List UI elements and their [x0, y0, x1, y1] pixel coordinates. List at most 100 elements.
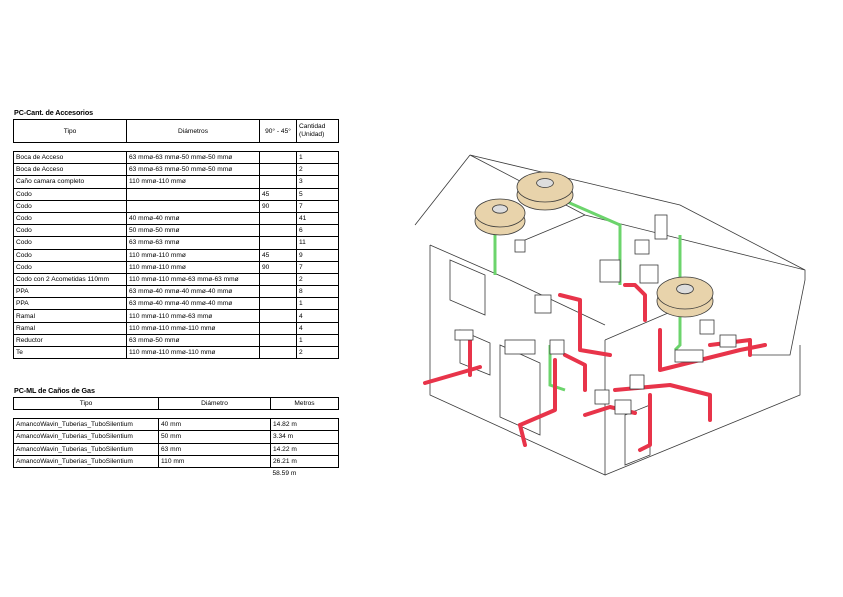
table-cell: Codo — [13, 187, 127, 201]
plumbing-fixture — [674, 349, 704, 363]
table-cell: 6 — [296, 224, 339, 238]
table-cell: 7 — [296, 199, 339, 213]
total-row: 58.59 m — [14, 467, 339, 479]
table-cell: Te — [13, 345, 127, 360]
table-cell: AmancoWavin_Tuberias_TuboSilentium — [13, 418, 159, 432]
table-cell: 110 mm — [158, 454, 271, 468]
table-cell: 1 — [296, 150, 339, 165]
table-cell — [259, 321, 297, 335]
table-cell: 3 — [296, 175, 339, 189]
drain-pipe — [558, 293, 612, 357]
plumbing-fixture — [634, 239, 650, 255]
table-cell: 90 — [259, 199, 297, 213]
plumbing-fixture — [549, 339, 565, 355]
plumbing-fixture — [654, 214, 668, 240]
table-cell: Reductor — [13, 333, 127, 348]
table-cell: 63 mmø-63 mmø-50 mmø-50 mmø — [126, 150, 260, 165]
table-cell: 63 mm — [158, 442, 271, 456]
vent-pipe — [548, 345, 566, 392]
table-cell: 14.82 m — [270, 418, 339, 432]
plumbing-fixture — [639, 264, 659, 284]
table-cell: Codo — [13, 211, 127, 226]
table-cell: 9 — [296, 248, 339, 262]
table-cell — [259, 224, 297, 238]
col-header-tipo: Tipo — [13, 119, 127, 143]
drain-pipe — [563, 353, 587, 392]
plumbing-fixture — [629, 374, 645, 390]
plumbing-fixture — [599, 259, 621, 283]
vent-pipe — [673, 235, 682, 352]
table-cell: Codo — [13, 248, 127, 262]
table-cell: 110 mmø-110 mmø-110 mmø — [126, 345, 260, 360]
pipes-schedule-table: Tipo Diámetro Metros AmancoWavin_Tuberia… — [13, 396, 339, 479]
table-cell: AmancoWavin_Tuberias_TuboSilentium — [13, 442, 159, 456]
drain-pipe — [518, 423, 527, 447]
table-cell: Ramal — [13, 309, 127, 323]
table-cell — [259, 297, 297, 311]
col-header-tipo: Tipo — [13, 396, 159, 411]
table-cell — [259, 150, 297, 165]
table-cell: 11 — [296, 236, 339, 250]
table-cell: 63 mmø-63 mmø-50 mmø-50 mmø — [126, 163, 260, 177]
water-tank-lid — [492, 204, 508, 214]
table-cell — [259, 345, 297, 360]
table-cell: Codo — [13, 224, 127, 238]
table-cell: 110 mmø-110 mmø — [126, 248, 260, 262]
table-cell: Codo — [13, 199, 127, 213]
window-outline — [449, 259, 651, 466]
table-cell: 40 mm — [158, 418, 271, 432]
table-cell: PPA — [13, 297, 127, 311]
table-cell — [259, 272, 297, 287]
col-header-diametros: Diámetros — [126, 119, 260, 143]
table-cell: 4 — [296, 321, 339, 335]
table-cell — [126, 199, 260, 213]
table-cell: 2 — [296, 163, 339, 177]
table-cell — [259, 236, 297, 250]
table-cell: 90 — [259, 260, 297, 274]
table-cell: 110 mmø-110 mmø — [126, 260, 260, 274]
roof-outline — [414, 154, 806, 356]
table-cell: 110 mmø-110 mmø-110 mmø — [126, 321, 260, 335]
table-cell — [259, 285, 297, 299]
plumbing-fixture — [514, 239, 526, 253]
table-cell: 1 — [296, 333, 339, 348]
pipes-schedule-title: PC-ML de Caños de Gas — [14, 386, 95, 395]
table-cell: 5 — [296, 187, 339, 201]
table-cell: 4 — [296, 309, 339, 323]
table-cell — [259, 333, 297, 348]
accessories-schedule-table: Tipo Diámetros 90° - 45° Cantidad (Unida… — [13, 119, 339, 360]
table-cell: 7 — [296, 260, 339, 274]
col-header-metros: Metros — [270, 396, 339, 411]
table-cell: 63 mmø-40 mmø-40 mmø-40 mmø — [126, 297, 260, 311]
table-cell: 45 — [259, 187, 297, 201]
table-cell — [259, 175, 297, 189]
plumbing-fixture — [719, 334, 737, 348]
table-cell — [259, 309, 297, 323]
table-cell: Codo — [13, 236, 127, 250]
plumbing-fixture — [454, 329, 474, 341]
table-cell: AmancoWavin_Tuberias_TuboSilentium — [13, 430, 159, 444]
table-cell: 63 mmø-50 mmø — [126, 333, 260, 348]
drain-pipe — [623, 283, 647, 322]
table-cell: 63 mmø-63 mmø — [126, 236, 260, 250]
plumbing-fixture — [594, 389, 610, 405]
table-cell: 45 — [259, 248, 297, 262]
table-cell: 50 mmø-50 mmø — [126, 224, 260, 238]
table-cell: Codo con 2 Acometidas 110mm — [13, 272, 127, 287]
table-cell — [259, 211, 297, 226]
